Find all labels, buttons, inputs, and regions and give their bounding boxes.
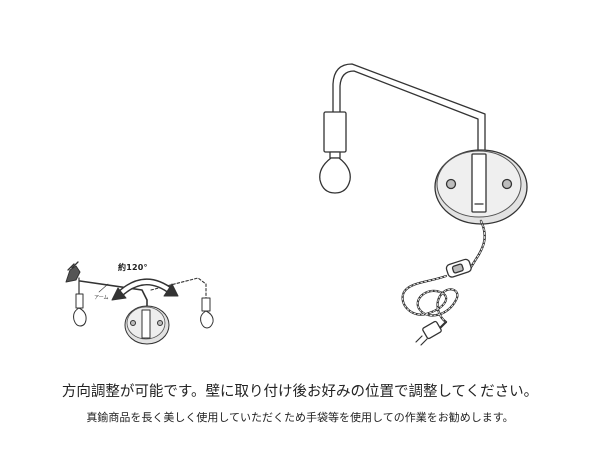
product-illustration [65, 63, 528, 346]
glove-note-caption: 真鍮商品を長く美しく使用していただくため手袋等を使用しての作業をお勧めします。 [86, 411, 514, 424]
rotation-diagram [65, 261, 214, 345]
wall-lamp-illustration [319, 63, 528, 346]
rotation-angle-label: 約120° [118, 263, 148, 272]
adjustment-caption: 方向調整が可能です。壁に取り付け後お好みの位置で調整してください。 [61, 384, 539, 400]
arm-label: アーム [94, 295, 109, 301]
